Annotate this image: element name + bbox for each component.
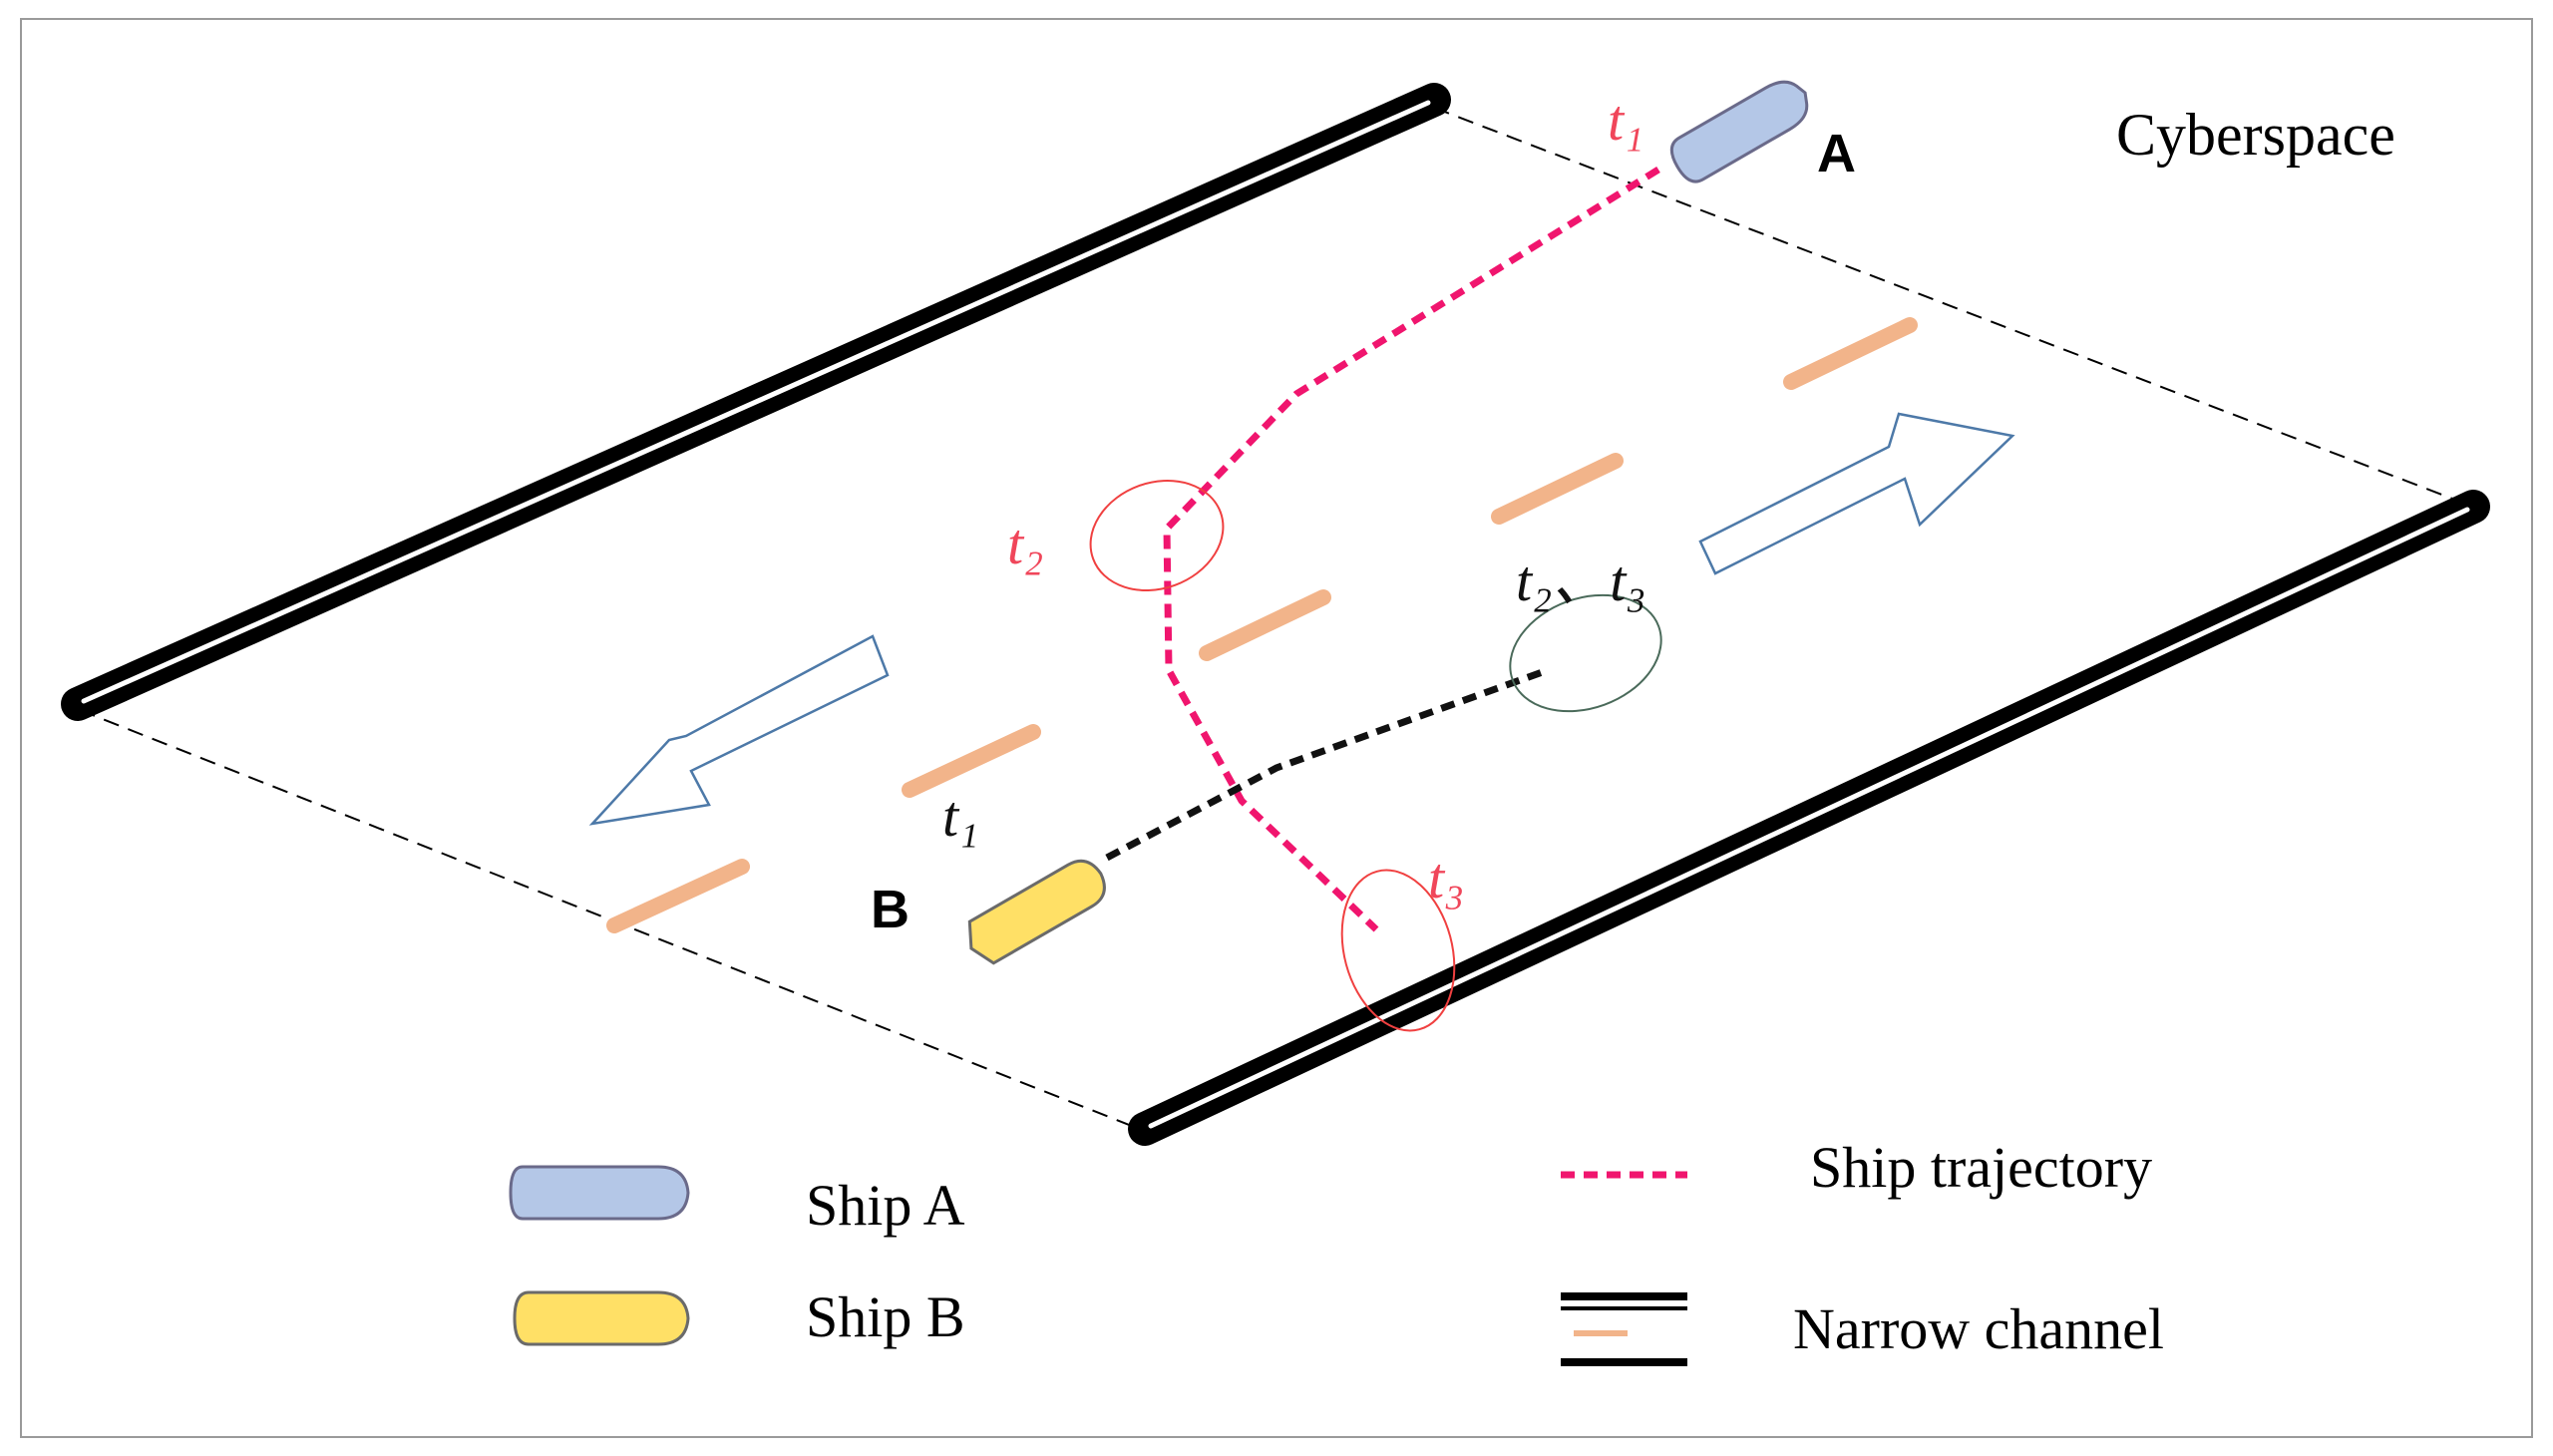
ship-a-t2-label: t₂ — [1007, 512, 1043, 576]
centerline-dash — [606, 859, 750, 933]
legend-ship-b-icon — [513, 1290, 690, 1346]
ship-a — [1669, 80, 1809, 183]
ship-a-trajectory — [1163, 167, 1660, 932]
centerline-dash — [1783, 317, 1918, 390]
ship-b-trajectory — [1105, 666, 1550, 862]
legend-ship-a-label: Ship A — [806, 1173, 965, 1238]
figure-frame — [20, 18, 2533, 1438]
ship-a-t1-label: t₁ — [1608, 88, 1643, 153]
space-label: Cyberspace — [2116, 102, 2395, 168]
ship-a-label: A — [1817, 124, 1856, 183]
ship-a-t3-marker — [1340, 869, 1456, 1032]
centerline-dash — [902, 724, 1041, 798]
legend: Ship A Ship B Ship trajectory Narrow cha… — [509, 1135, 2164, 1366]
ship-a-t3-label: t₃ — [1428, 846, 1464, 910]
ship-b-t1-label: t₁ — [942, 784, 978, 849]
channel-wall-upper — [61, 83, 1451, 721]
legend-channel-icon — [1561, 1292, 1687, 1366]
channel-centerline — [606, 317, 1918, 933]
ship-b-label: B — [871, 880, 910, 939]
legend-ship-b-label: Ship B — [806, 1284, 965, 1349]
legend-ship-a-icon — [509, 1165, 690, 1221]
direction-arrow-downleft — [588, 634, 890, 826]
ship-b-t2t3-label: t₂、t₃ — [1516, 548, 1646, 613]
ship-b-t2t3-marker — [1509, 593, 1662, 713]
legend-channel-label: Narrow channel — [1793, 1296, 2164, 1361]
channel-wall-lower — [1128, 490, 2490, 1146]
ship-b — [967, 859, 1106, 965]
centerline-dash — [1199, 589, 1331, 661]
direction-arrow-upright — [1698, 412, 2015, 575]
legend-trajectory-label: Ship trajectory — [1810, 1135, 2152, 1200]
ship-a-t2-marker — [1089, 480, 1225, 591]
centerline-dash — [1491, 453, 1624, 525]
